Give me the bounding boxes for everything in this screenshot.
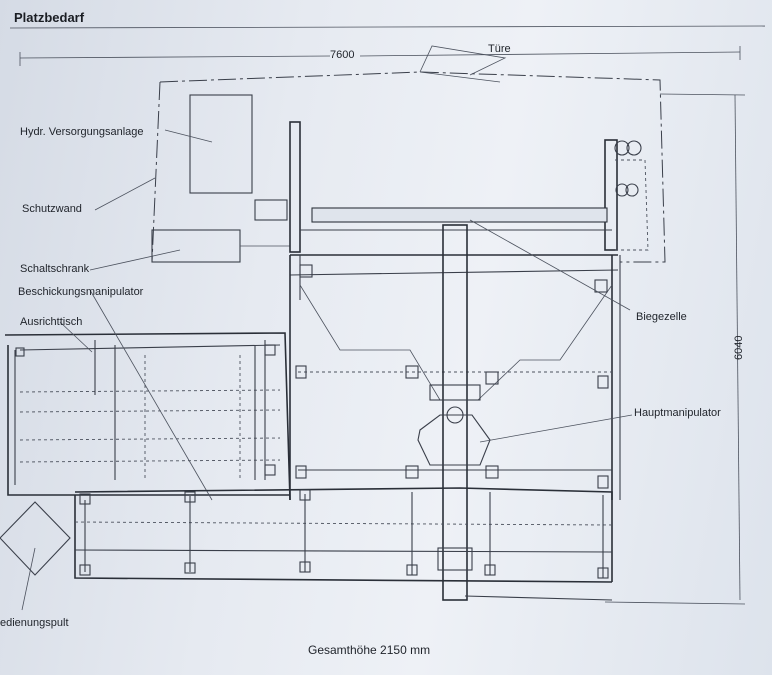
width-dimension: 7600	[19, 46, 741, 66]
total-height-note: Gesamthöhe 2150 mm	[308, 643, 430, 657]
loading-manipulator	[4, 332, 291, 501]
title-rule	[9, 25, 766, 29]
hydraulic-unit	[189, 94, 253, 194]
biegezelle-label: Biegezelle	[636, 311, 687, 323]
schaltschrank-label: Schaltschrank	[20, 263, 90, 275]
ausrichttisch-label: Ausrichttisch	[20, 316, 82, 328]
bottom-conveyor	[74, 487, 613, 601]
beschickung-label: Beschickungsmanipulator	[18, 286, 144, 298]
depth-value: 6040	[733, 336, 745, 360]
width-value: 7600	[330, 49, 354, 61]
operator-console	[0, 501, 71, 576]
main-manipulator	[417, 224, 491, 601]
cell-right-components	[614, 140, 649, 251]
hauptmanipulator-label: Hauptmanipulator	[634, 407, 721, 419]
drawing-title: Platzbedarf	[14, 10, 85, 25]
bending-cell-frame	[254, 121, 621, 500]
hydraulic-label: Hydr. Versorgungsanlage	[20, 126, 144, 138]
schutzwand-label: Schutzwand	[22, 203, 82, 215]
control-cabinet	[151, 229, 241, 263]
door-label: Türe	[488, 43, 511, 55]
depth-dimension: 6040	[604, 93, 746, 605]
bedienungspult-label: edienungspult	[0, 617, 69, 629]
